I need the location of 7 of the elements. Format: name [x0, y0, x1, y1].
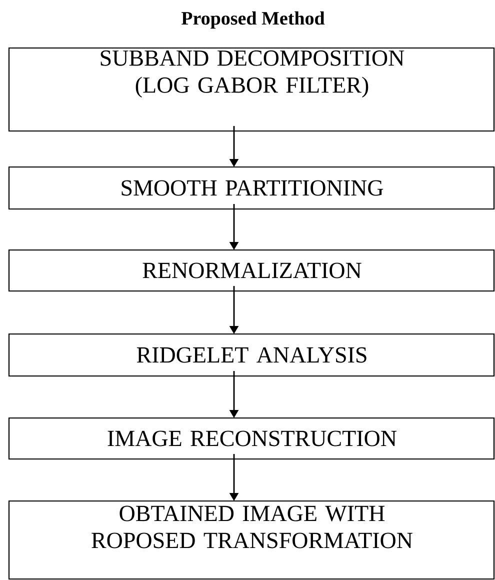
process-box: SUBBAND DECOMPOSITION (LOG GABOR FILTER)	[8, 47, 495, 132]
process-box: OBTAINED IMAGE WITH ROPOSED TRANSFORMATION	[8, 500, 495, 580]
process-box: IMAGE RECONSTRUCTION	[8, 417, 495, 460]
process-box: RENORMALIZATION	[8, 249, 495, 292]
process-box: RIDGELET ANALYSIS	[8, 333, 495, 377]
process-box: SMOOTH PARTITIONING	[8, 166, 495, 210]
title: Proposed Method	[181, 11, 325, 29]
